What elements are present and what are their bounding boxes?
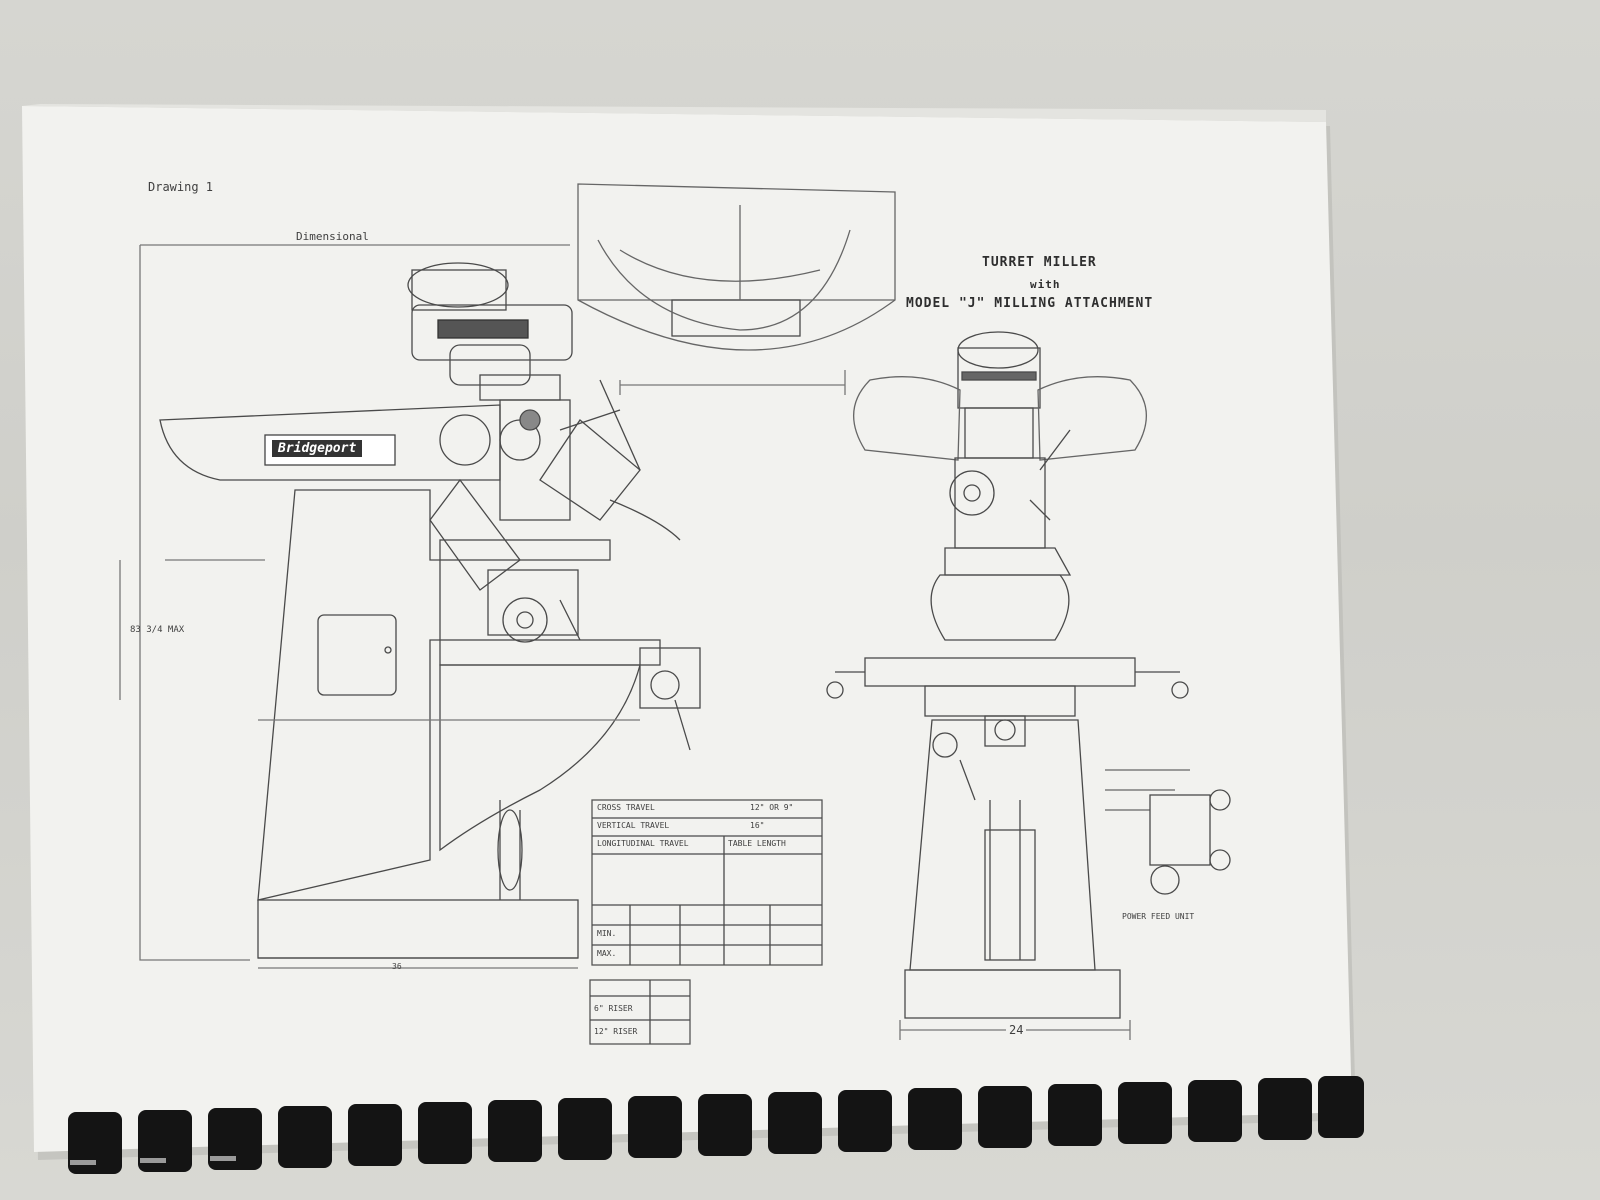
brand-plate: Bridgeport	[272, 440, 363, 457]
spiral-binding	[68, 1076, 1364, 1174]
spec-value-longitudinal: TABLE LENGTH	[728, 839, 786, 848]
title-line-3: MODEL "J" MILLING ATTACHMENT	[906, 296, 1154, 311]
small-table-row-12: 12" RISER	[594, 1027, 638, 1036]
spec-value-vertical-travel: 16"	[750, 821, 765, 830]
drawing-label: Drawing 1	[148, 180, 214, 194]
max-height-dimension: 83 3/4 MAX	[130, 625, 185, 635]
spec-row-cross-travel: CROSS TRAVEL	[597, 803, 655, 812]
title-line-2: with	[1030, 278, 1061, 291]
width-dimension: 24	[1006, 1023, 1027, 1037]
spec-row-vertical-travel: VERTICAL TRAVEL	[597, 821, 670, 830]
spec-row-longitudinal: LONGITUDINAL TRAVEL	[597, 839, 689, 848]
dimensional-label: Dimensional	[296, 230, 369, 243]
title-line-1: TURRET MILLER	[982, 255, 1097, 270]
spec-row-max: MAX.	[597, 949, 617, 958]
spec-row-min: MIN.	[597, 929, 617, 938]
base-length-dimension: 36	[392, 962, 402, 971]
small-table-row-6: 6" RISER	[594, 1004, 633, 1013]
spec-value-cross-travel: 12" OR 9"	[750, 803, 794, 812]
paper-sheet	[22, 106, 1352, 1152]
power-feed-note: POWER FEED UNIT	[1122, 912, 1195, 921]
